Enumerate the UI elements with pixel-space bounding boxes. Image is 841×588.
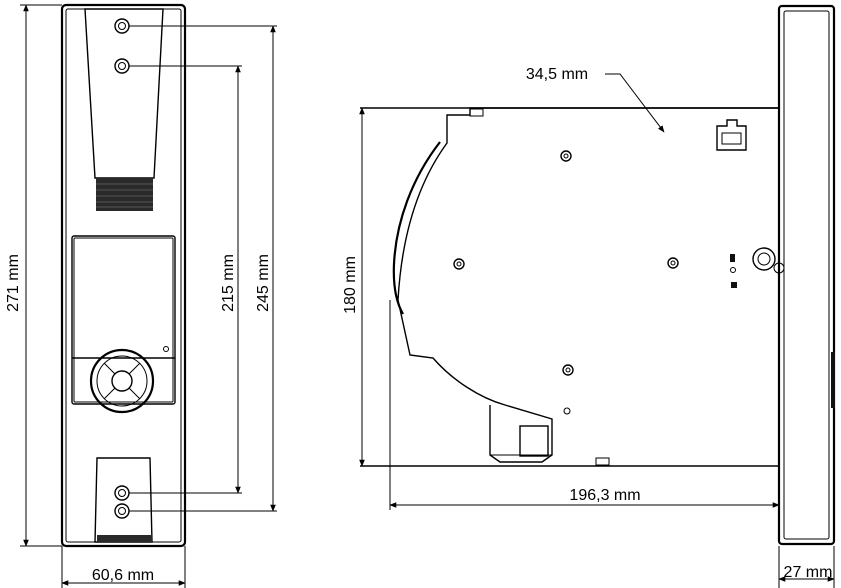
front-dimensions [20, 4, 277, 588]
side-dimensions [359, 73, 835, 588]
grille [96, 178, 153, 211]
upper-hole-2 [114, 58, 130, 74]
display-window [71, 235, 176, 405]
plate-hole-3 [667, 257, 679, 269]
side-view [360, 4, 836, 546]
nav-pad-inner [96, 355, 148, 407]
upper-hole-1 [114, 18, 130, 34]
side-faceplate-outer [777, 4, 836, 546]
label-faceplate-depth: 27 mm [784, 564, 833, 581]
label-side-height: 180 mm [342, 256, 359, 314]
front-view [60, 3, 187, 548]
upper-cover [84, 8, 164, 179]
nav-pad-outer [89, 348, 155, 414]
nav-pad-center [111, 370, 133, 392]
leader-offset [605, 73, 665, 133]
label-hole-outer: 245 mm [255, 254, 272, 312]
plate-hole-4 [562, 364, 574, 376]
mounting-plate [397, 107, 779, 463]
label-side-offset: 34,5 mm [526, 66, 588, 83]
lower-bracket-window [519, 425, 549, 457]
status-led-icon [163, 346, 169, 352]
connector [716, 119, 747, 151]
knob [752, 247, 776, 271]
plate-hole-2 [453, 258, 465, 270]
plate-hole-1 [560, 150, 572, 162]
side-faceplate-inner [783, 10, 830, 540]
label-width: 60,6 mm [92, 567, 154, 584]
label-total-height: 271 mm [5, 254, 22, 312]
plate-hole-5 [563, 407, 571, 415]
lower-hole-2 [114, 503, 130, 519]
front-housing-outer [60, 3, 187, 548]
front-housing-inner [65, 8, 182, 543]
label-side-depth: 196,3 mm [569, 487, 640, 504]
label-hole-inner: 215 mm [220, 254, 237, 312]
lower-hole-1 [114, 485, 130, 501]
